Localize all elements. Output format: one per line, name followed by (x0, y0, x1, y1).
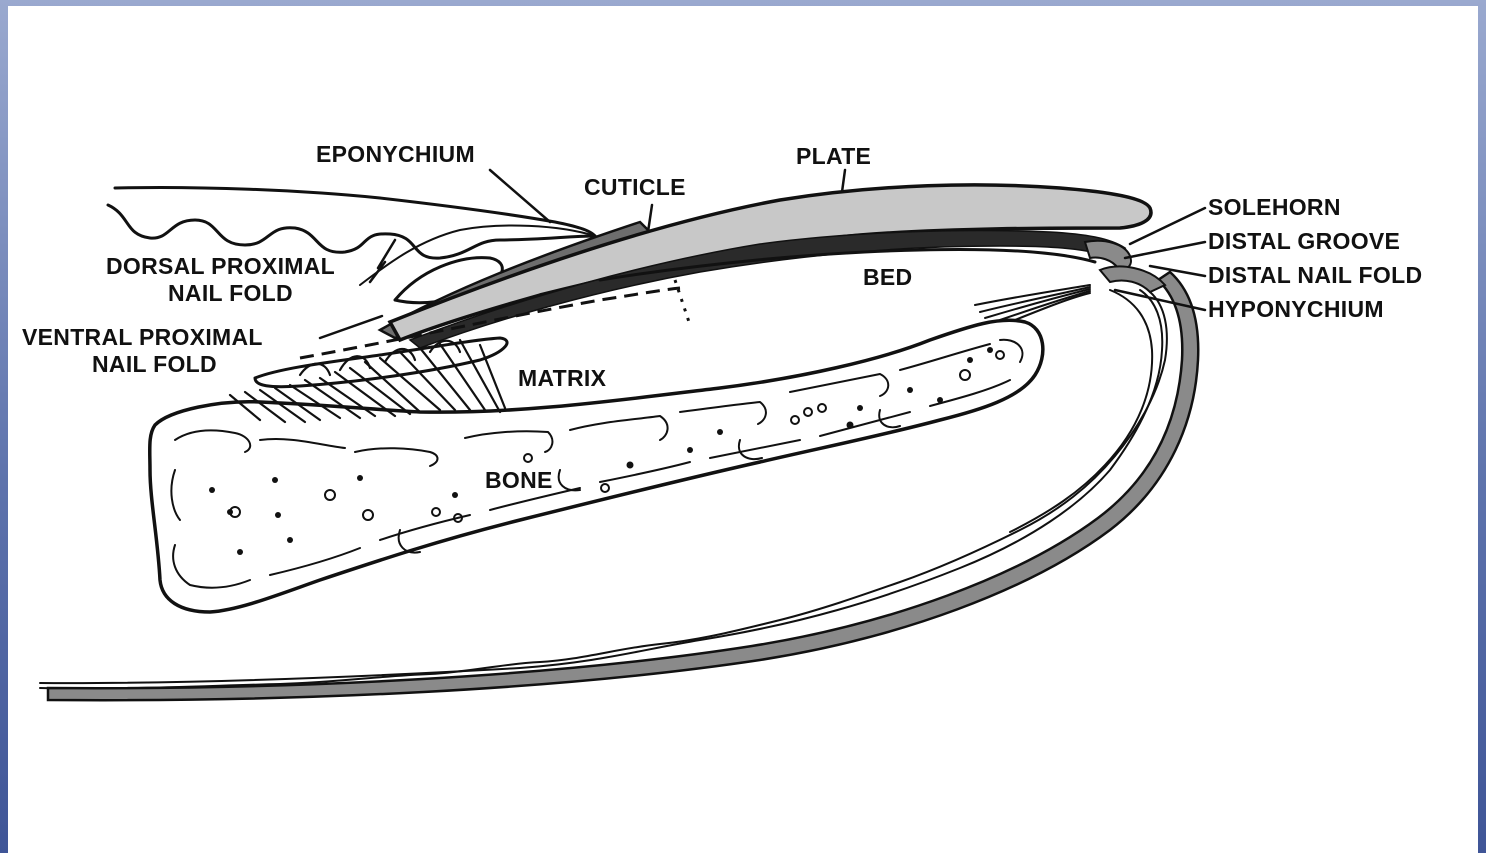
label-bone: BONE (485, 467, 553, 493)
ventral-fold-shape (255, 338, 507, 387)
leader-ventral-proximal (320, 316, 382, 338)
bone-shape (150, 320, 1043, 612)
label-ventral-proximal-line1: VENTRAL PROXIMAL (22, 324, 263, 350)
label-distal-nail-fold: DISTAL NAIL FOLD (1208, 262, 1422, 288)
leader-cuticle (648, 205, 652, 232)
label-ventral-proximal-line2: NAIL FOLD (92, 351, 217, 377)
distal-nail-fold-shape (1100, 266, 1165, 292)
leader-plate (842, 170, 845, 192)
dorsal-skin-top (115, 187, 595, 236)
leader-distal-nail-fold (1150, 266, 1205, 276)
label-bed: BED (863, 264, 912, 290)
label-plate: PLATE (796, 143, 871, 169)
label-cuticle: CUTICLE (584, 174, 686, 200)
distal-groove-shape (1085, 241, 1131, 269)
label-solehorn: SOLEHORN (1208, 194, 1341, 220)
hyponychium-fibres (975, 285, 1090, 320)
label-eponychium: EPONYCHIUM (316, 141, 475, 167)
dorsal-skin-wavy (108, 205, 595, 258)
label-hyponychium: HYPONYCHIUM (1208, 296, 1384, 322)
label-dorsal-proximal-line2: NAIL FOLD (168, 280, 293, 306)
label-dorsal-proximal-line1: DORSAL PROXIMAL (106, 253, 335, 279)
label-distal-groove: DISTAL GROOVE (1208, 228, 1400, 254)
leader-dorsal-proximal (370, 240, 395, 282)
leader-distal-groove (1125, 242, 1205, 258)
matrix-dotted-line (675, 280, 690, 325)
label-matrix: MATRIX (518, 365, 607, 391)
